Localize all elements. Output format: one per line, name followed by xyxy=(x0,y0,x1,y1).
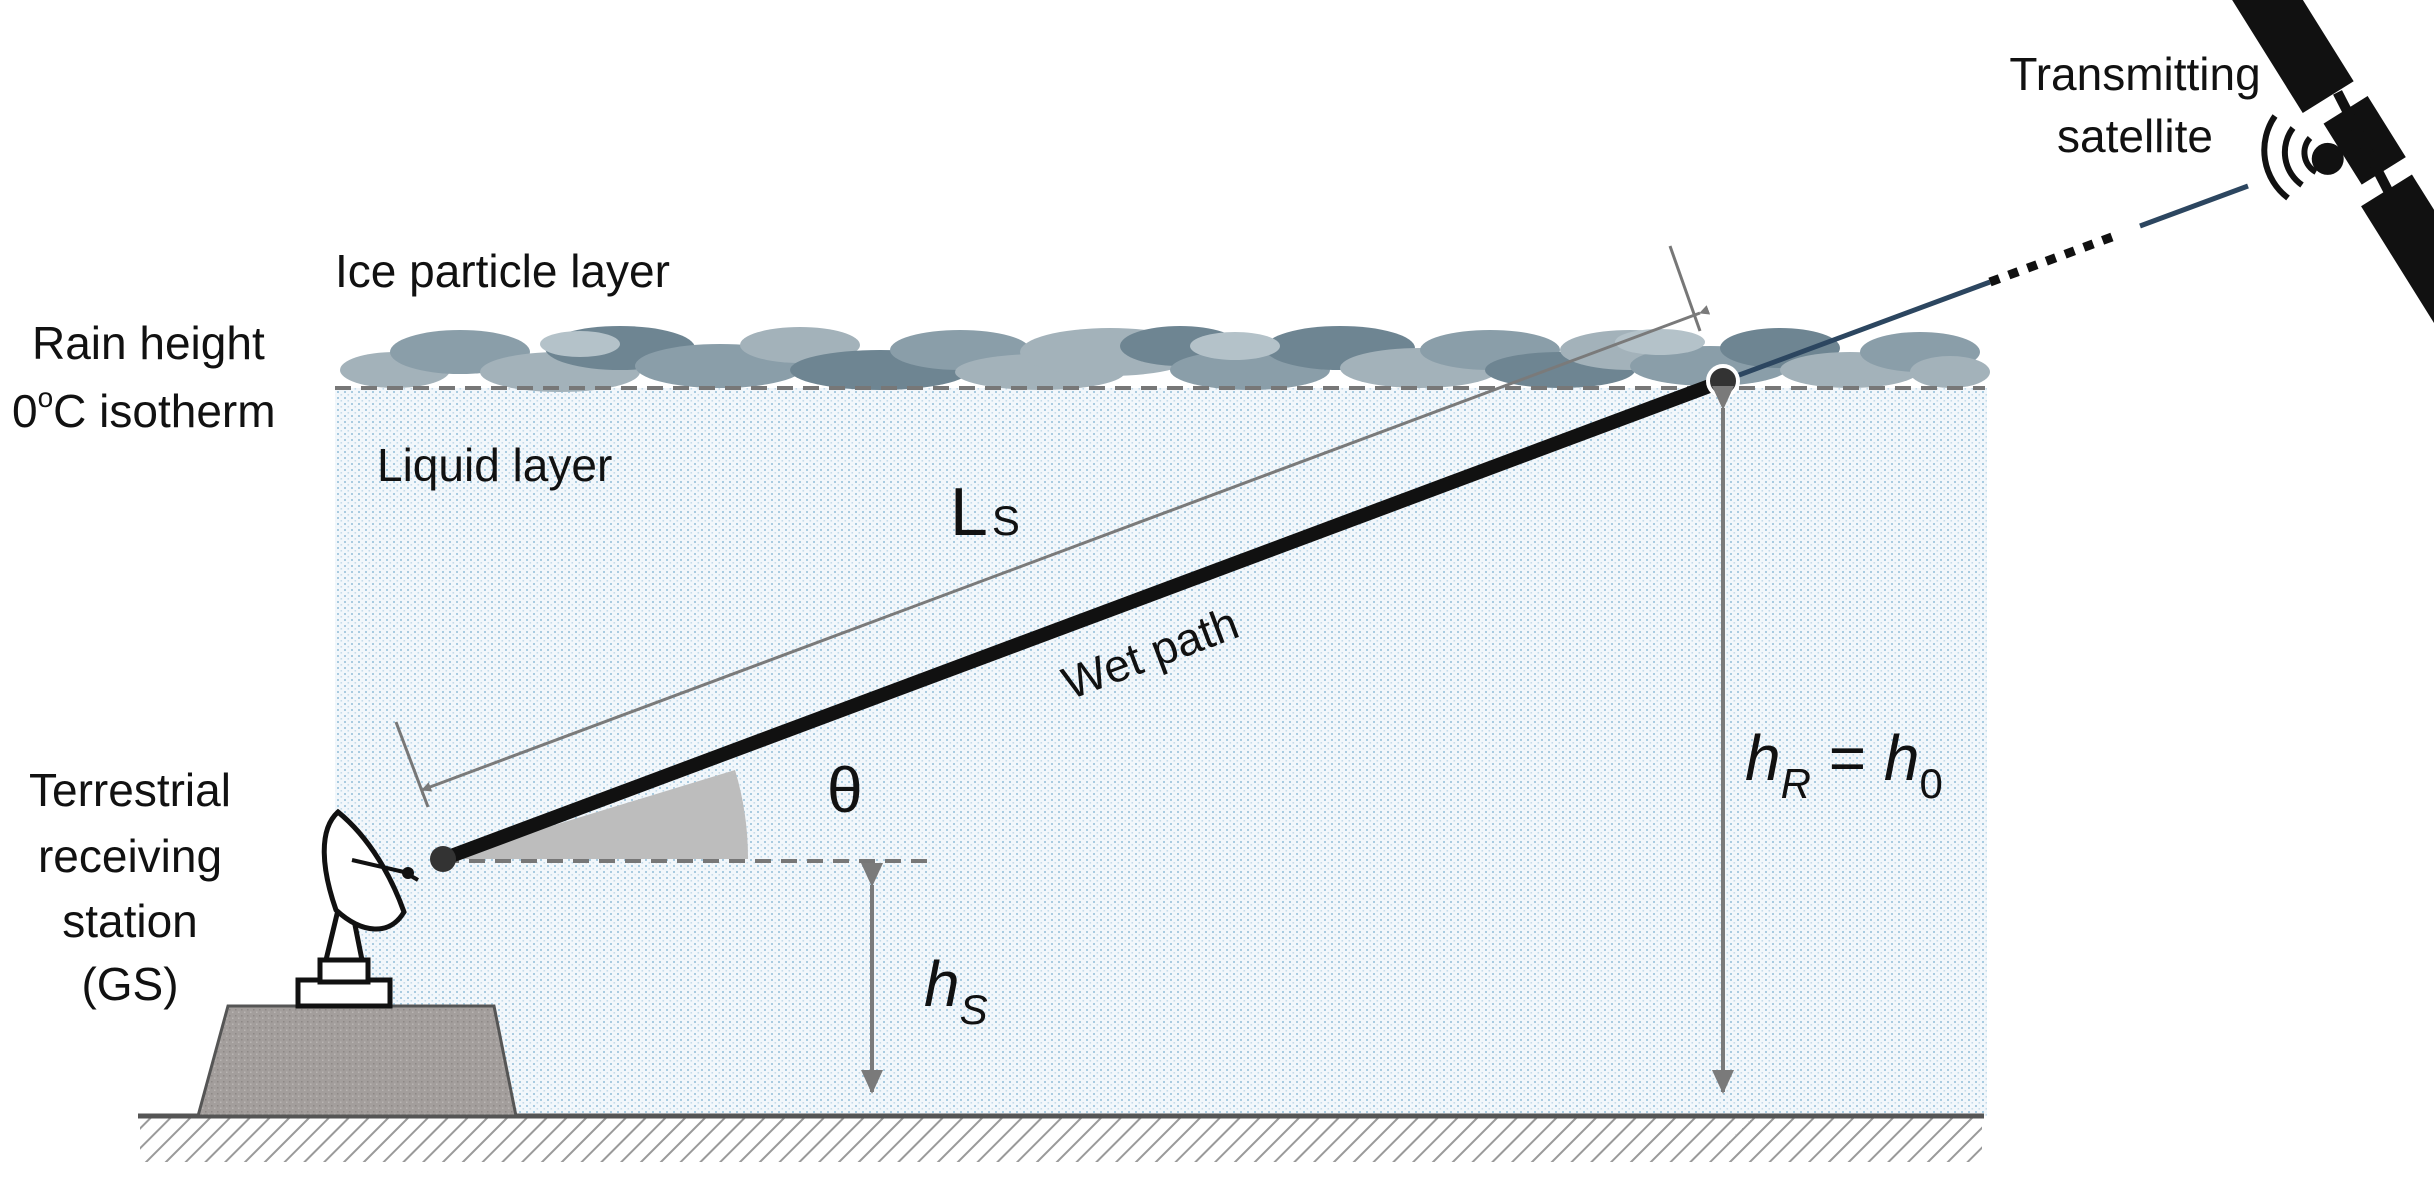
hr-main: h xyxy=(1745,722,1781,794)
satellite-label-line2: satellite xyxy=(2057,110,2213,162)
hr-equals: = xyxy=(1811,722,1884,794)
dish-antenna-icon xyxy=(295,808,419,1009)
hr-subscript: R xyxy=(1781,760,1811,807)
signal-waves-icon xyxy=(2261,114,2318,201)
rain-height-endpoint-marker xyxy=(1706,364,1740,398)
isotherm-zero: 0 xyxy=(12,385,38,437)
satellite-icon xyxy=(2196,0,2434,385)
station-label-line3: station xyxy=(62,895,198,947)
isotherm-label: 0oC isotherm xyxy=(12,382,276,437)
station-endpoint-marker xyxy=(430,846,456,872)
station-label-line4: (GS) xyxy=(81,958,178,1010)
ls-main: L xyxy=(950,474,988,550)
satellite-label-line1: Transmitting xyxy=(2009,48,2260,100)
ice-layer-label: Ice particle layer xyxy=(335,245,670,297)
path-to-satellite-line xyxy=(1722,279,1991,384)
ice-particle-clouds xyxy=(340,326,1990,392)
liquid-layer-region xyxy=(335,388,1987,1116)
ls-label: LS xyxy=(950,474,1020,550)
rain-height-label: Rain height xyxy=(32,317,265,369)
liquid-layer-label: Liquid layer xyxy=(377,439,612,491)
isotherm-text: C isotherm xyxy=(53,385,275,437)
isotherm-degree: o xyxy=(38,382,54,413)
hs-subscript: S xyxy=(960,986,988,1033)
theta-label: θ xyxy=(827,754,863,826)
ls-subscript: S xyxy=(992,497,1020,544)
path-far-segment xyxy=(2139,183,2249,229)
ground-hatch xyxy=(140,1116,1982,1162)
ls-extension-tick-left xyxy=(394,721,430,808)
h0-subscript: 0 xyxy=(1919,760,1942,807)
hr-equation-label: hR = h0 xyxy=(1745,722,1943,807)
ls-dimension-arrow xyxy=(421,305,1711,792)
hs-main: h xyxy=(924,948,960,1020)
station-label-line1: Terrestrial xyxy=(29,764,231,816)
station-label-line2: receiving xyxy=(38,830,222,882)
path-dotted-segment xyxy=(1988,229,2122,287)
h0-main: h xyxy=(1884,722,1920,794)
hs-label: hS xyxy=(924,948,988,1033)
station-building xyxy=(196,1004,518,1118)
